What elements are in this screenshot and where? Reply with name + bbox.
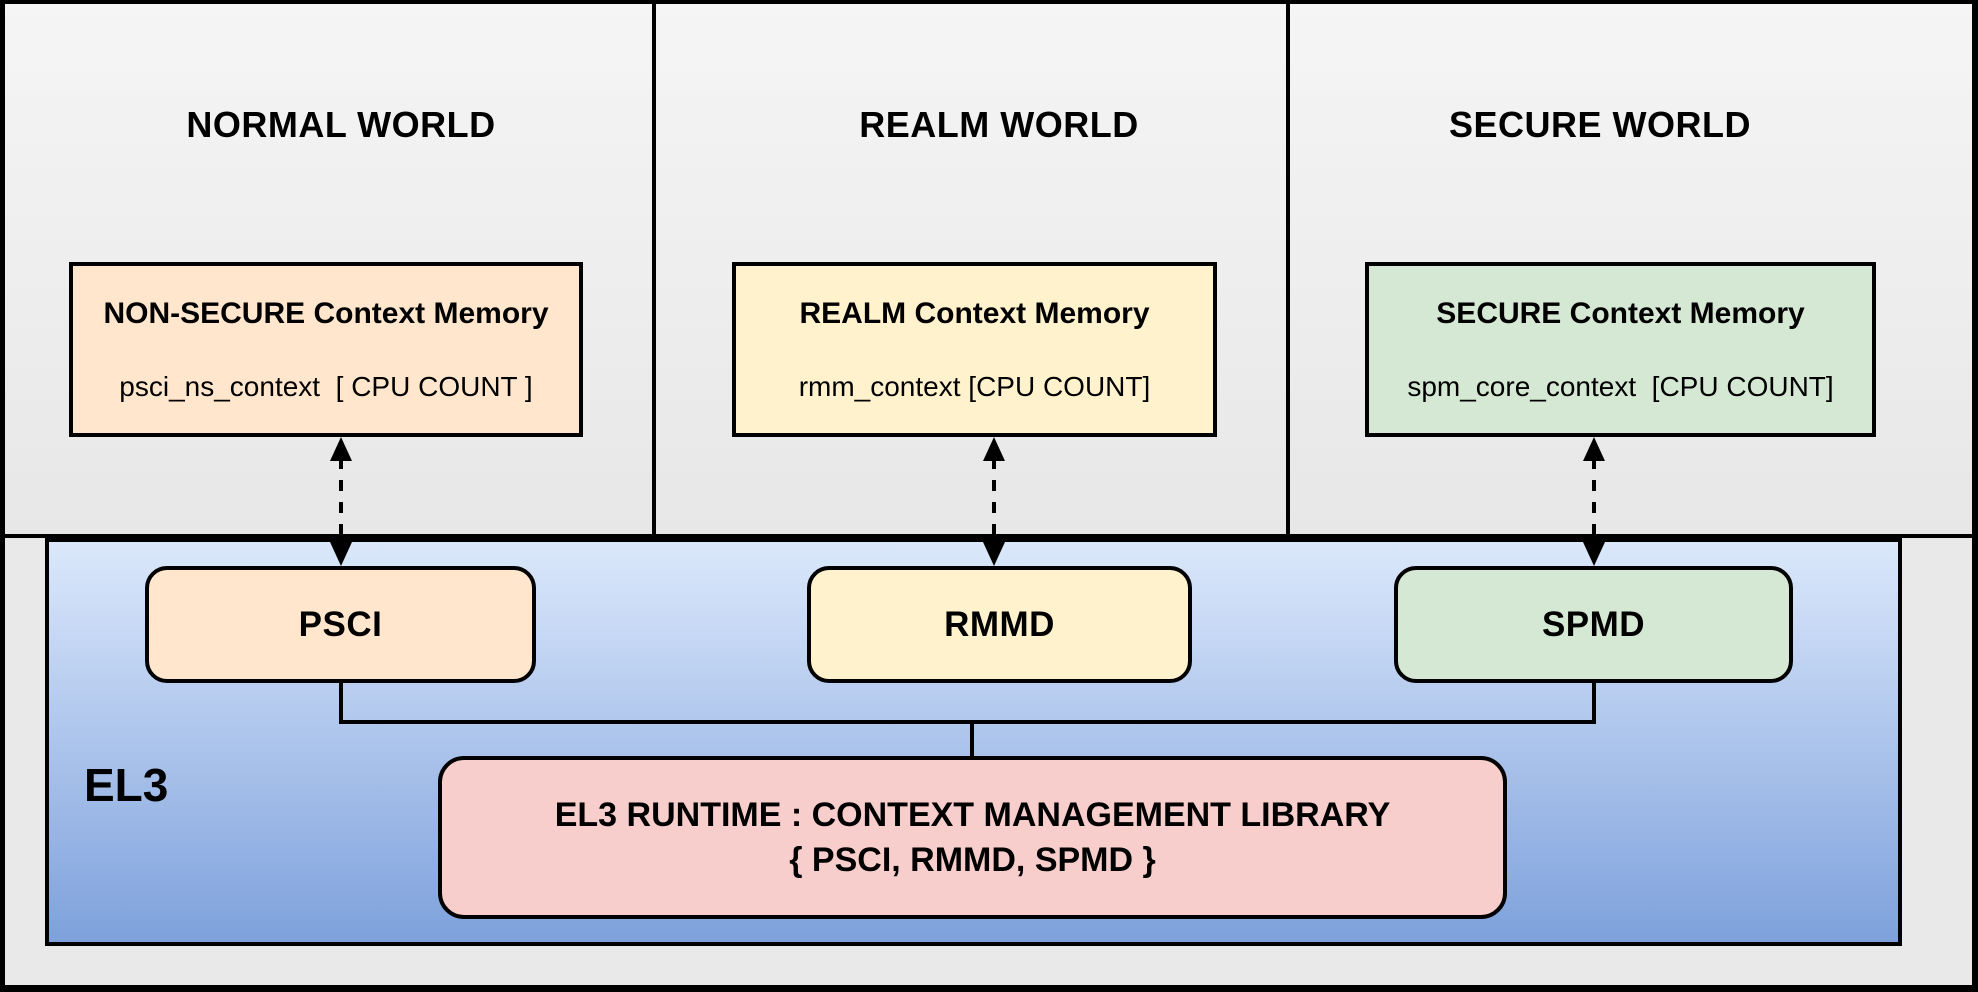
psci-label: PSCI xyxy=(298,604,383,644)
psci-box: PSCI xyxy=(145,566,536,683)
secure-world-title: SECURE WORLD xyxy=(1449,104,1751,145)
el3-runtime-title: EL3 RUNTIME : CONTEXT MANAGEMENT LIBRARY xyxy=(554,795,1391,834)
connector-runtime-drop xyxy=(970,720,974,760)
spmd-box: SPMD xyxy=(1394,566,1793,683)
arrowhead-down-icon xyxy=(1583,542,1605,566)
secure-context-memory-box: SECURE Context Memory spm_core_context [… xyxy=(1365,262,1876,437)
el3-runtime-subtitle: { PSCI, RMMD, SPMD } xyxy=(789,840,1156,879)
arrowhead-down-icon xyxy=(330,542,352,566)
secure-context-arrow xyxy=(1592,458,1596,545)
nonsecure-memory-value: psci_ns_context [ CPU COUNT ] xyxy=(119,370,533,402)
connector-bus-line xyxy=(339,720,1596,724)
connector-psci-drop xyxy=(339,683,343,724)
nonsecure-memory-title: NON-SECURE Context Memory xyxy=(103,296,549,330)
spmd-label: SPMD xyxy=(1541,604,1646,644)
connector-spmd-drop xyxy=(1592,683,1596,724)
realm-memory-title: REALM Context Memory xyxy=(799,296,1150,330)
realm-context-memory-box: REALM Context Memory rmm_context [CPU CO… xyxy=(732,262,1217,437)
nonsecure-context-memory-box: NON-SECURE Context Memory psci_ns_contex… xyxy=(69,262,583,437)
realm-context-arrow xyxy=(992,458,996,545)
arrowhead-up-icon xyxy=(1583,437,1605,461)
secure-memory-value: spm_core_context [CPU COUNT] xyxy=(1407,370,1834,402)
el3-runtime-box: EL3 RUNTIME : CONTEXT MANAGEMENT LIBRARY… xyxy=(438,756,1507,919)
arrowhead-down-icon xyxy=(983,542,1005,566)
el3-label: EL3 xyxy=(84,759,169,811)
normal-world-title: NORMAL WORLD xyxy=(186,104,496,145)
secure-memory-title: SECURE Context Memory xyxy=(1436,296,1805,330)
arrowhead-up-icon xyxy=(983,437,1005,461)
arrowhead-up-icon xyxy=(330,437,352,461)
realm-world-title: REALM WORLD xyxy=(859,104,1139,145)
rmmd-box: RMMD xyxy=(807,566,1192,683)
nonsecure-context-arrow xyxy=(339,458,343,545)
rmmd-label: RMMD xyxy=(944,604,1055,644)
realm-memory-value: rmm_context [CPU COUNT] xyxy=(798,370,1151,402)
